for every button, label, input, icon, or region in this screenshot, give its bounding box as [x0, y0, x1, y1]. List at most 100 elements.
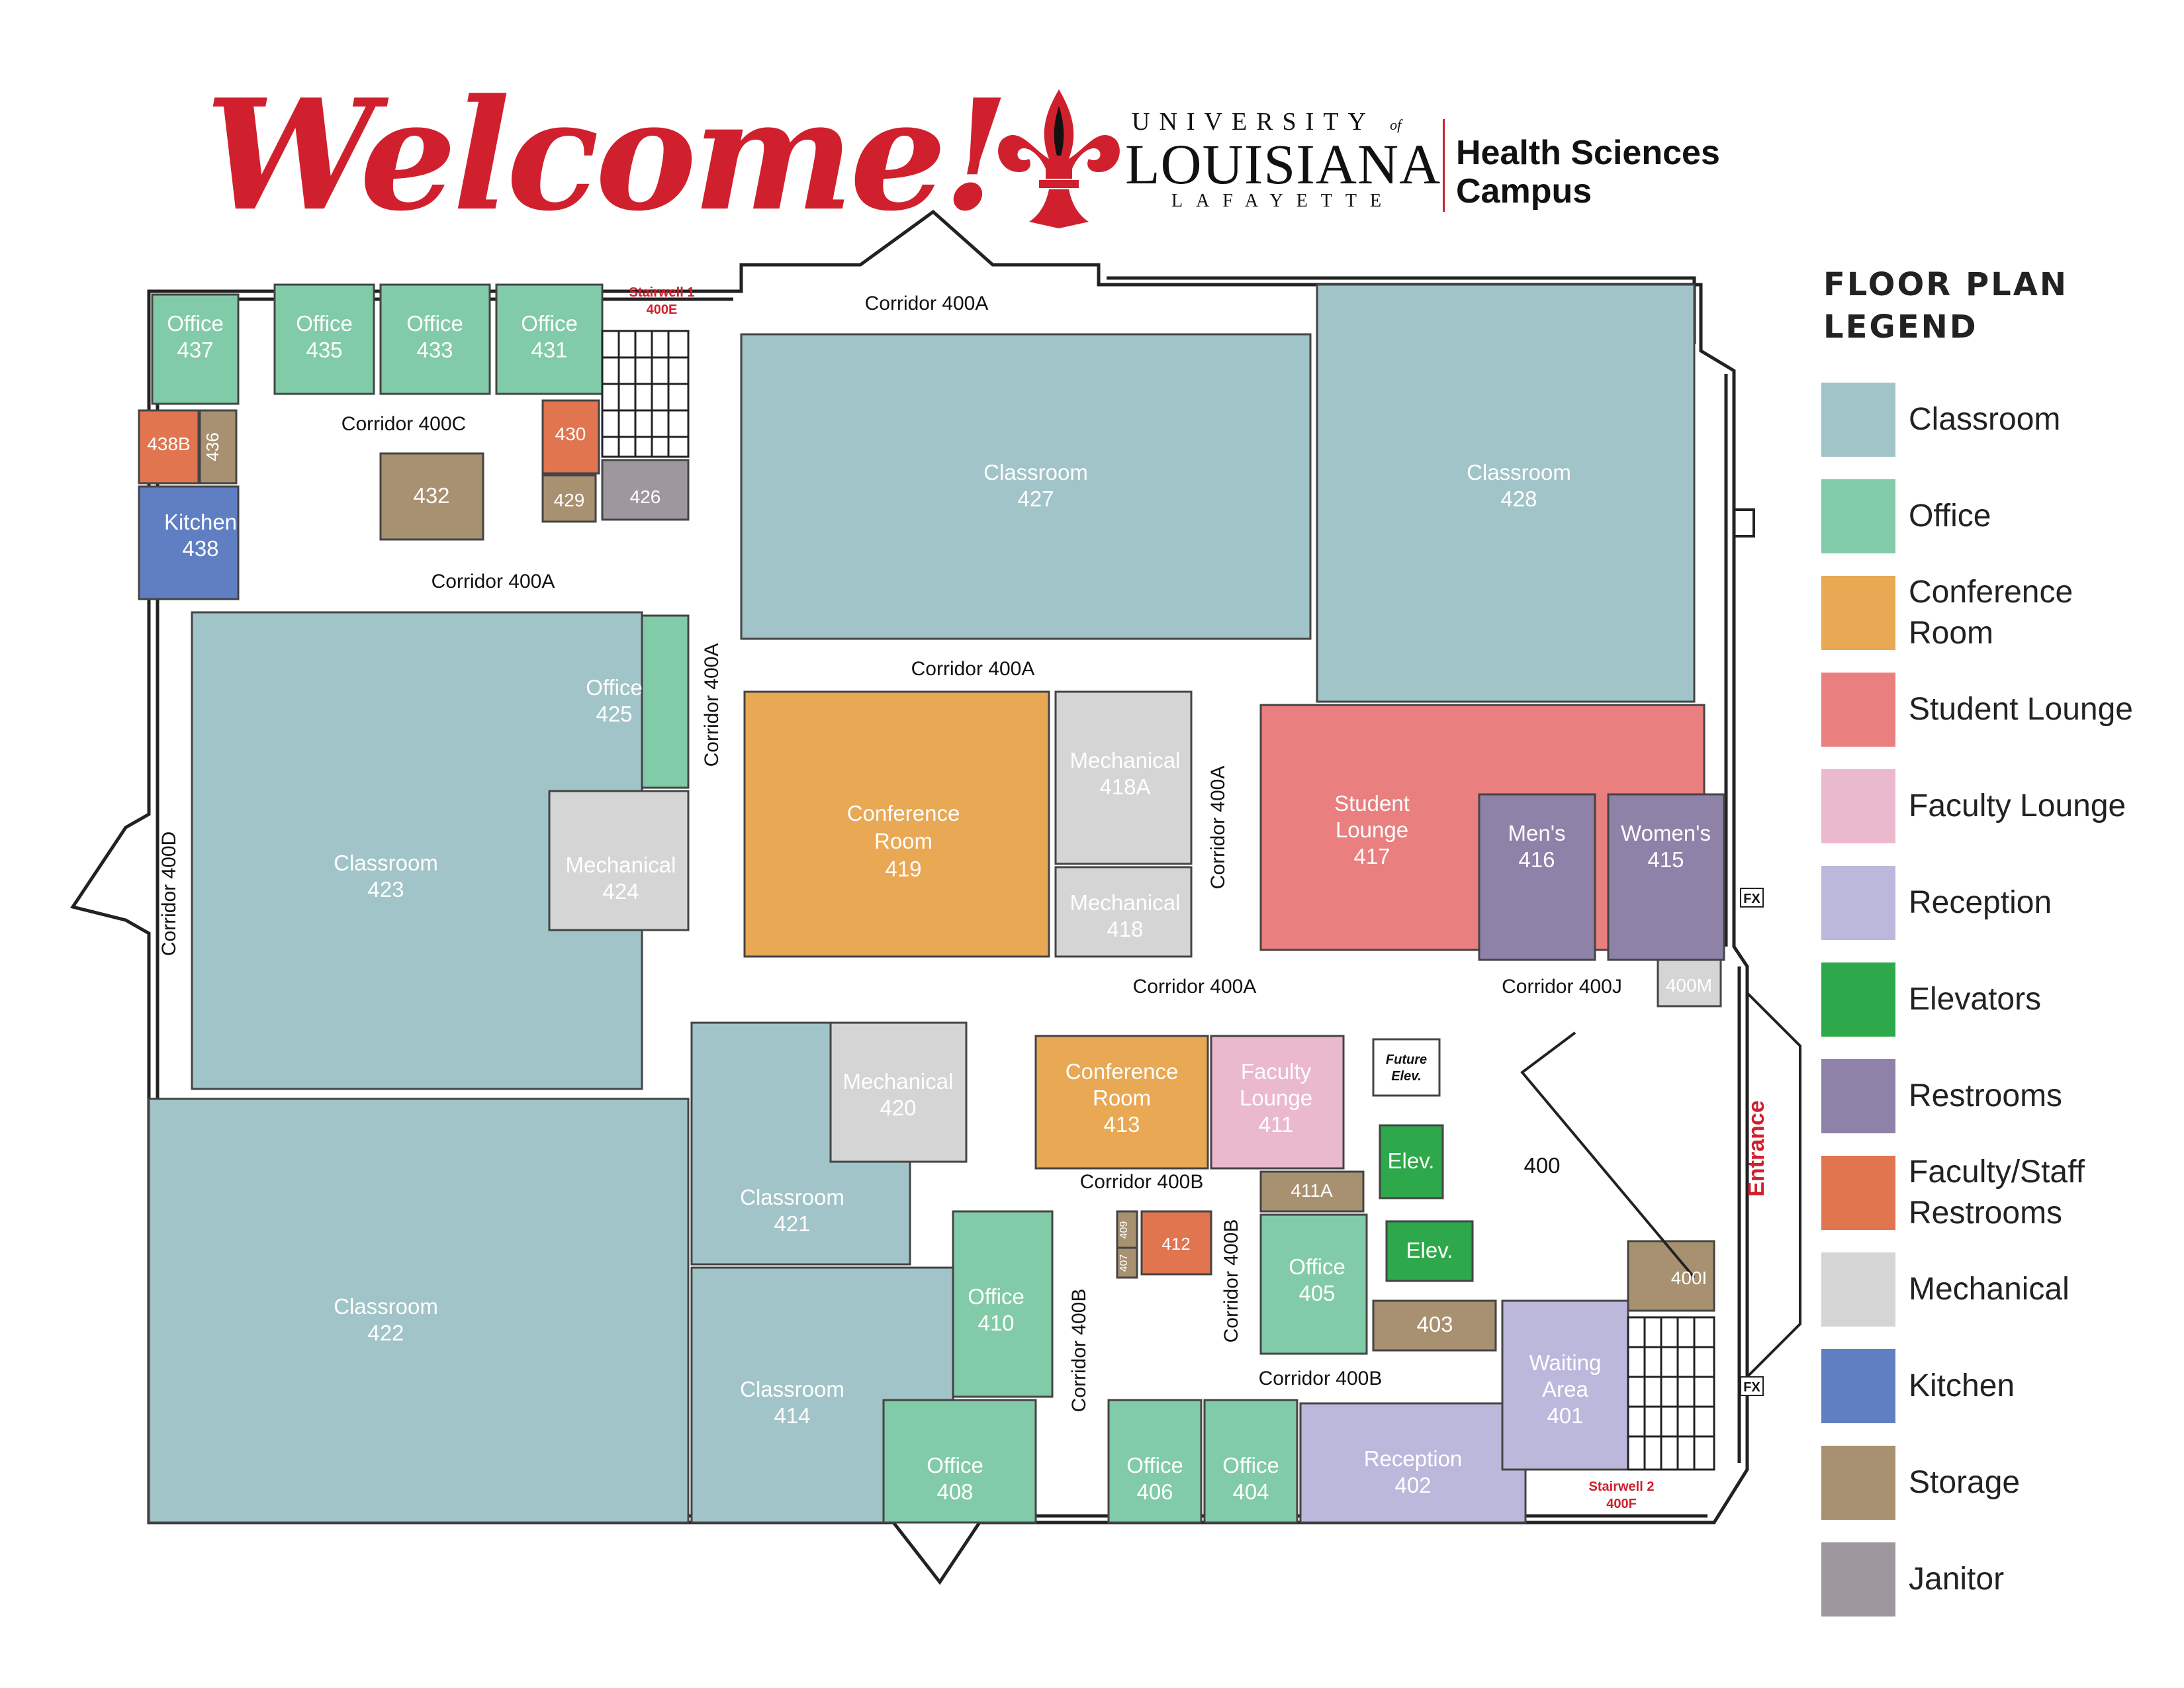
label-401-number: 401 — [1547, 1403, 1583, 1428]
label-416-number: 416 — [1518, 847, 1555, 872]
fx-marker-1: FX — [1743, 892, 1760, 906]
corridor-400A-low: Corridor 400A — [1133, 976, 1257, 998]
room-411A[interactable] — [1259, 1170, 1365, 1213]
legend-label: Kitchen — [1909, 1368, 2015, 1403]
room-402[interactable] — [1299, 1402, 1527, 1524]
room-400I[interactable] — [1627, 1240, 1715, 1312]
label-431-name: Office — [521, 311, 578, 336]
label-424-number: 424 — [602, 879, 639, 904]
label-411-name1: Faculty — [1241, 1059, 1312, 1084]
label-410-number: 410 — [978, 1311, 1014, 1335]
room-413[interactable] — [1034, 1035, 1209, 1170]
room-409[interactable] — [1116, 1210, 1138, 1249]
room-elev-1[interactable] — [1379, 1124, 1444, 1199]
room-407[interactable] — [1116, 1246, 1138, 1279]
room-432[interactable] — [379, 452, 484, 541]
room-405[interactable] — [1259, 1213, 1368, 1355]
label-427-name: Classroom — [983, 460, 1088, 485]
label-410-name: Office — [968, 1284, 1024, 1309]
label-425-number: 425 — [596, 702, 632, 726]
label-413-name1: Conference — [1066, 1059, 1179, 1084]
room-419[interactable] — [743, 690, 1050, 958]
legend-swatch — [1821, 576, 1895, 650]
label-404-number: 404 — [1232, 1479, 1269, 1504]
stairwell-labels: Stairwell 1 400E Stairwell 2 400F — [629, 285, 1655, 1511]
label-429: 429 — [554, 490, 585, 510]
room-436[interactable] — [199, 409, 238, 485]
label-408-name: Office — [927, 1453, 983, 1477]
room-future-elev[interactable] — [1372, 1038, 1441, 1097]
label-417-name1: Student — [1334, 791, 1410, 816]
room-411[interactable] — [1210, 1035, 1345, 1170]
legend-item-office: Office — [1821, 479, 2179, 555]
legend-label: Office — [1909, 498, 1991, 534]
label-418-name: Mechanical — [1070, 890, 1181, 915]
entrance-label: Entrance — [1744, 1100, 1769, 1197]
label-431-number: 431 — [531, 338, 567, 362]
label-437-number: 437 — [177, 338, 213, 362]
room-403[interactable] — [1372, 1299, 1497, 1352]
room-431[interactable] — [495, 283, 604, 395]
room-401[interactable] — [1501, 1299, 1629, 1471]
room-424[interactable] — [548, 790, 690, 931]
room-427[interactable] — [740, 333, 1312, 640]
legend-item-student-lounge: Student Lounge — [1821, 673, 2179, 748]
corridor-400A-vertical-2: Corridor 400A — [1207, 766, 1229, 890]
label-401-name2: Area — [1542, 1377, 1588, 1401]
room-412[interactable] — [1140, 1210, 1212, 1276]
label-409: 409 — [1118, 1221, 1130, 1239]
label-413-number: 413 — [1103, 1112, 1140, 1137]
campus-name: Health Sciences Campus — [1456, 134, 1720, 211]
room-420[interactable] — [829, 1021, 968, 1163]
label-422-number: 422 — [367, 1321, 404, 1345]
legend-label: Elevators — [1909, 982, 2042, 1017]
room-410[interactable] — [952, 1210, 1054, 1398]
room-404[interactable] — [1203, 1399, 1298, 1524]
legend-label: Restrooms — [1909, 1078, 2063, 1113]
logo-lafayette-text: LAFAYETTE — [1171, 191, 1395, 211]
room-406[interactable] — [1107, 1399, 1203, 1524]
legend-item-kitchen: Kitchen — [1821, 1349, 2179, 1425]
room-422[interactable] — [148, 1098, 690, 1524]
room-437[interactable] — [151, 293, 240, 405]
fx-marker-2: FX — [1743, 1380, 1760, 1395]
stairwell-1-number: 400E — [647, 303, 678, 317]
room-433[interactable] — [379, 283, 491, 395]
label-405-name: Office — [1289, 1254, 1345, 1279]
room-426[interactable] — [601, 459, 690, 521]
room-430[interactable] — [541, 399, 600, 475]
legend-swatch — [1821, 1446, 1895, 1520]
room-418[interactable] — [1054, 866, 1193, 958]
legend-label: Classroom — [1909, 402, 2061, 437]
room-418A[interactable] — [1054, 690, 1193, 865]
room-438B[interactable] — [138, 409, 200, 485]
legend-label: Student Lounge — [1909, 692, 2133, 727]
room-elev-2[interactable] — [1385, 1220, 1474, 1282]
label-elev-2: Elev. — [1406, 1238, 1453, 1262]
room-400M[interactable] — [1657, 959, 1722, 1008]
label-402-number: 402 — [1394, 1473, 1431, 1497]
label-424-name: Mechanical — [566, 853, 676, 877]
legend-item-mechanical: Mechanical — [1821, 1252, 2179, 1328]
label-435-name: Office — [296, 311, 353, 336]
label-405-number: 405 — [1298, 1281, 1335, 1305]
room-408[interactable] — [882, 1399, 1037, 1524]
label-430: 430 — [555, 424, 586, 444]
legend-item-classroom: Classroom — [1821, 383, 2179, 458]
label-404-name: Office — [1222, 1453, 1279, 1477]
corridor-400A-left: Corridor 400A — [432, 571, 555, 592]
room-435[interactable] — [273, 283, 375, 395]
room-415[interactable] — [1607, 793, 1725, 961]
label-400: 400 — [1524, 1153, 1560, 1178]
label-408-number: 408 — [936, 1479, 973, 1504]
rooms — [138, 283, 1725, 1524]
label-415-name: Women's — [1621, 821, 1711, 845]
legend-item-reception: Reception — [1821, 866, 2179, 941]
room-428[interactable] — [1316, 283, 1696, 703]
label-future-elev-1: Future — [1386, 1053, 1427, 1067]
room-416[interactable] — [1478, 793, 1596, 961]
room-429[interactable] — [541, 474, 597, 523]
campus-line-2: Campus — [1456, 172, 1592, 211]
room-438[interactable] — [138, 485, 240, 600]
